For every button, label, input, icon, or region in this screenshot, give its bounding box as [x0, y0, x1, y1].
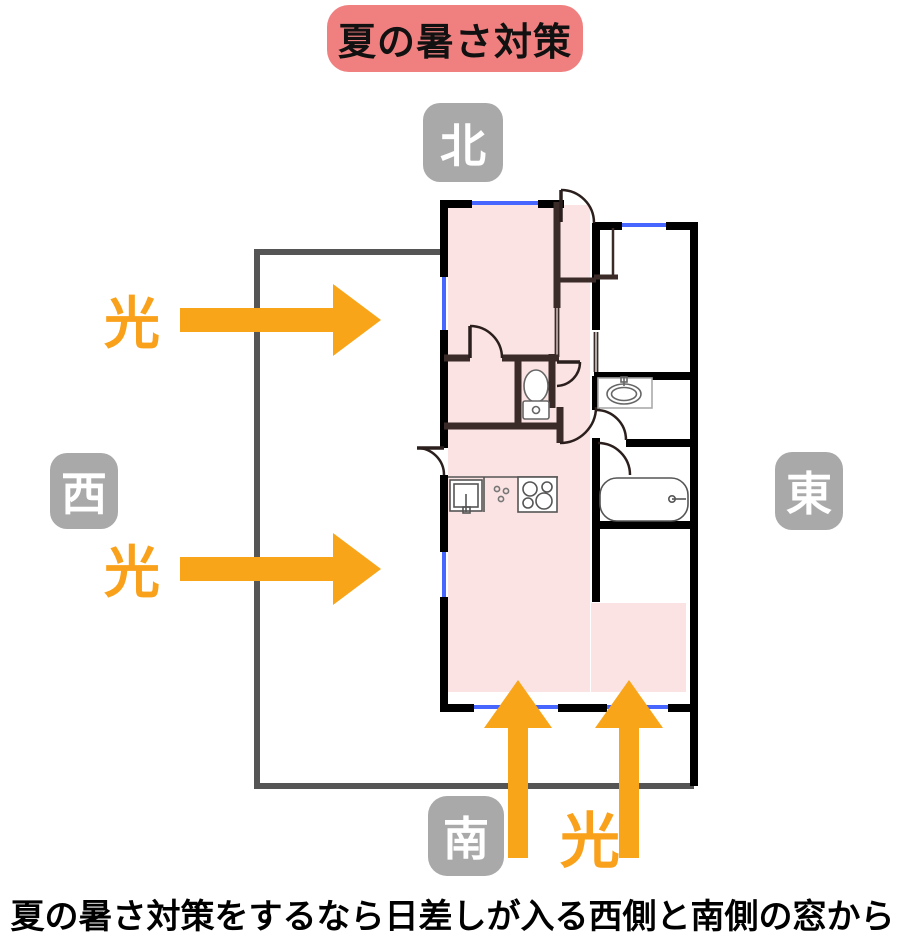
- light-arrow-south-right: [595, 680, 663, 858]
- light-label-west-upper: 光: [104, 292, 160, 355]
- light-arrow-west-lower: [180, 533, 381, 605]
- light-arrows: [180, 284, 663, 858]
- direction-badge-west: 西: [50, 453, 118, 529]
- sunlit-rooms: [448, 205, 686, 692]
- direction-badge-south: 南: [428, 796, 504, 876]
- cabinet-dots: [493, 485, 510, 503]
- light-label-south: 光: [560, 808, 620, 875]
- kitchen-sink-icon: [448, 476, 558, 514]
- washbasin-icon: [597, 376, 653, 409]
- sliding-doors: [554, 228, 615, 372]
- outer-walls: [440, 200, 698, 786]
- caption-text: 夏の暑さ対策をするなら日差しが入る西側と南側の窓から: [10, 898, 895, 936]
- entrance-door-icon: [559, 188, 596, 224]
- fixtures: [448, 369, 689, 522]
- diagram-title: 夏の暑さ対策: [327, 5, 583, 72]
- bathtub-icon: [599, 477, 689, 522]
- door-swings: [416, 188, 632, 476]
- toilet-icon: [522, 369, 550, 420]
- direction-badge-north: 北: [423, 103, 503, 182]
- light-arrow-west-upper: [180, 284, 381, 356]
- direction-badge-east: 東: [775, 452, 843, 530]
- light-label-west-lower: 光: [104, 541, 160, 604]
- light-arrow-south-left: [484, 680, 552, 858]
- inner-walls: [444, 202, 618, 443]
- stove-icon: [517, 476, 558, 513]
- site-outline: [254, 249, 694, 789]
